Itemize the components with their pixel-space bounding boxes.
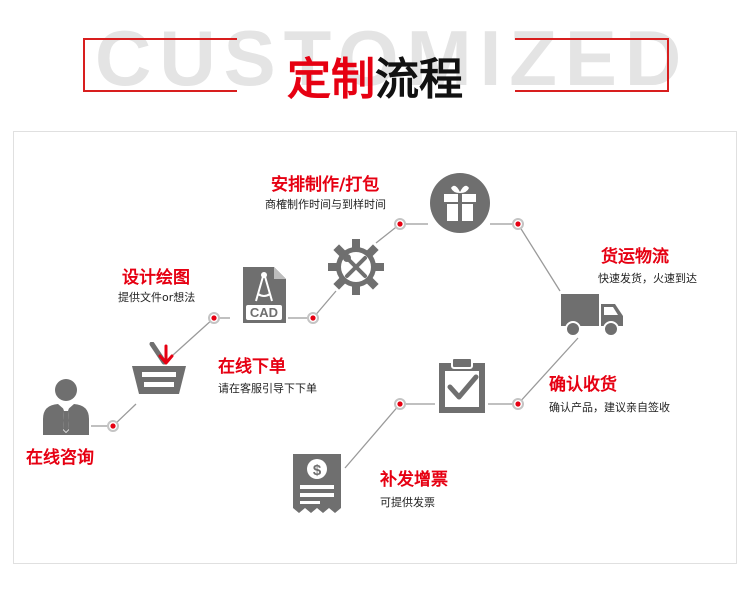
gift-icon [429,172,491,238]
title-dark-part: 流程 [375,54,463,105]
truck-icon [559,292,625,342]
step-order-sub: 请在客服引导下下单 [218,382,317,395]
step-receipt-title: 确认收货 [549,375,617,395]
step-consult-title: 在线咨询 [26,448,94,468]
step-production-title: 安排制作/打包 [271,175,380,195]
step-receipt-sub: 确认产品，建议亲自签收 [549,401,670,414]
page-title: 定制流程 [0,52,750,108]
step-order-title: 在线下单 [218,357,286,377]
header-right-bracket [515,38,669,92]
basket-icon [130,341,188,404]
step-design-title: 设计绘图 [122,268,190,288]
flow-panel [13,131,737,564]
step-design-sub: 提供文件or想法 [118,291,196,304]
dollar-sign: $ [313,462,322,479]
step-shipping-title: 货运物流 [601,247,669,267]
header-background-word: CUSTOMIZED [95,14,690,102]
gear-tools-icon [327,238,385,300]
cad-label: CAD [250,305,278,320]
step-invoice-title: 补发增票 [380,470,448,490]
title-red-part: 定制 [287,54,375,105]
connector-line [344,403,435,469]
step-shipping-sub: 快速发货，火速到达 [598,272,697,285]
connector-line [490,223,561,292]
person-icon [40,375,92,439]
clipboard-check-icon [436,357,488,419]
step-invoice-sub: 可提供发票 [380,496,435,509]
invoice-icon: $ [291,452,343,518]
cad-file-icon: CAD [240,265,288,329]
header-left-bracket [83,38,237,92]
step-production-sub: 商榷制作时间与到样时间 [265,198,386,211]
